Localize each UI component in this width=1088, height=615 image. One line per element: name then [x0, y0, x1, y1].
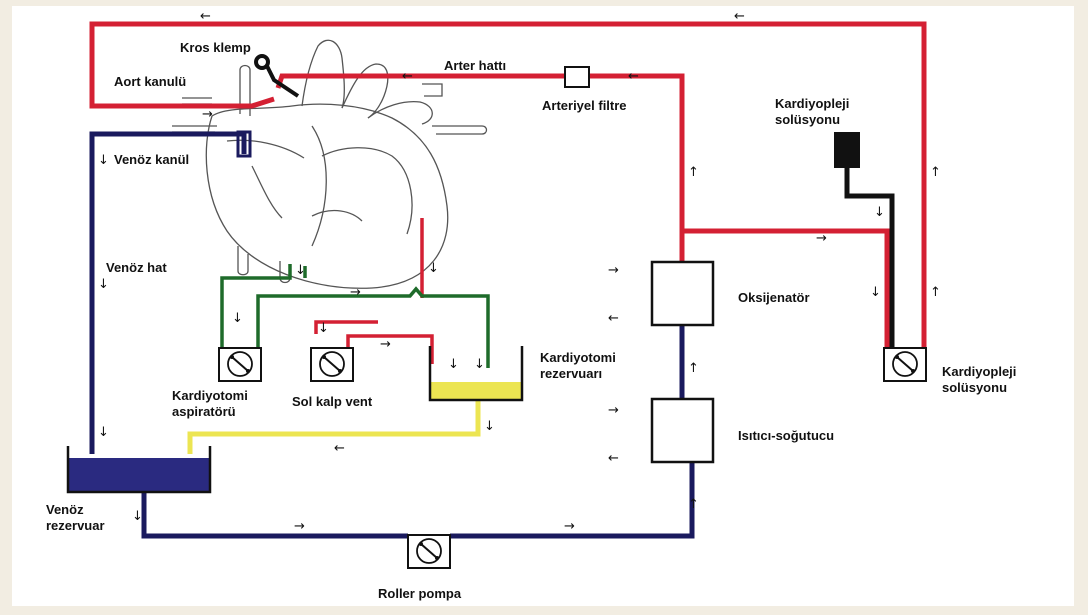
cardiotomy-return-line: [187, 398, 481, 454]
label-kardiyotomi-aspiratoru-2: aspiratörü: [172, 404, 236, 419]
svg-text:←: ←: [200, 9, 211, 24]
pump-icon: [407, 534, 451, 569]
label-kardiyopleji-solusyonu-pump: Kardiyopleji: [942, 364, 1016, 379]
cardiopulmonary-bypass-diagram: ← ← ← ← → ↓ ↓ ↓ ↑ ↑ ↑ ↑ ↑ ↓ ↓ → → ← → ← …: [46, 9, 1016, 601]
svg-text:↓: ↓: [318, 321, 329, 336]
svg-text:→: →: [608, 403, 619, 418]
svg-text:→: →: [564, 519, 575, 534]
svg-text:↓: ↓: [98, 277, 109, 292]
label-arter-hatti: Arter hattı: [444, 58, 506, 73]
svg-text:↓: ↓: [132, 509, 143, 524]
venous-reservoir: [66, 446, 212, 494]
svg-text:↑: ↑: [688, 165, 699, 180]
pump-icon: [883, 347, 927, 382]
label-kardiyopleji-solusyonu-bag: Kardiyopleji: [775, 96, 849, 111]
heater-cooler: [650, 397, 715, 464]
svg-text:↑: ↑: [930, 285, 941, 300]
label-roller-pompa: Roller pompa: [378, 586, 462, 601]
label-venoz-rezervuar: Venöz: [46, 502, 84, 517]
svg-text:→: →: [202, 107, 213, 122]
svg-text:↓: ↓: [98, 425, 109, 440]
venous-cannula: [236, 130, 252, 158]
label-aort-kanulu: Aort kanulü: [114, 74, 186, 89]
svg-text:↓: ↓: [232, 311, 243, 326]
svg-text:←: ←: [608, 311, 619, 326]
svg-text:↓: ↓: [295, 263, 306, 278]
label-kros-klemp: Kros klemp: [180, 40, 251, 55]
venous-lines: [89, 131, 695, 539]
arterial-filter: [564, 66, 590, 88]
svg-text:→: →: [294, 519, 305, 534]
label-venoz-hat: Venöz hat: [106, 260, 167, 275]
svg-text:→: →: [816, 231, 827, 246]
svg-text:↓: ↓: [448, 357, 459, 372]
svg-text:↓: ↓: [474, 357, 485, 372]
diagram-frame: ← ← ← ← → ↓ ↓ ↓ ↑ ↑ ↑ ↑ ↑ ↓ ↓ → → ← → ← …: [12, 6, 1074, 606]
svg-text:↓: ↓: [428, 261, 439, 276]
svg-text:↓: ↓: [484, 419, 495, 434]
svg-text:→: →: [380, 337, 391, 352]
suction-lines: [220, 264, 490, 368]
cross-clamp-icon: [254, 54, 300, 98]
label-venoz-kanul: Venöz kanül: [114, 152, 189, 167]
label-arteriyel-filtre: Arteriyel filtre: [542, 98, 627, 113]
label-kardiyotomi-rezervuari: Kardiyotomi: [540, 350, 616, 365]
svg-text:←: ←: [608, 451, 619, 466]
label-oksijenator: Oksijenatör: [738, 290, 810, 305]
label-kardiyopleji-solusyonu-pump-2: solüsyonu: [942, 380, 1007, 395]
svg-text:←: ←: [628, 69, 639, 84]
svg-text:↑: ↑: [688, 361, 699, 376]
component-labels: Kros klemp Aort kanulü Arter hattı Arter…: [46, 40, 1016, 601]
label-kardiyopleji-solusyonu-bag-2: solüsyonu: [775, 112, 840, 127]
svg-text:↓: ↓: [98, 153, 109, 168]
svg-text:↓: ↓: [874, 205, 885, 220]
cardioplegia-bag: [834, 132, 860, 168]
svg-text:↑: ↑: [688, 497, 699, 512]
svg-text:→: →: [608, 263, 619, 278]
cardioplegia-line: [844, 166, 895, 351]
svg-text:←: ←: [334, 441, 345, 456]
label-venoz-rezervuar-2: rezervuar: [46, 518, 105, 533]
pump-icon: [310, 347, 354, 382]
arterial-lines: [89, 21, 927, 364]
svg-text:←: ←: [402, 69, 413, 84]
cardiotomy-reservoir: [428, 346, 524, 402]
flow-arrows: ← ← ← ← → ↓ ↓ ↓ ↑ ↑ ↑ ↑ ↑ ↓ ↓ → → ← → ← …: [98, 9, 941, 534]
svg-text:↑: ↑: [930, 165, 941, 180]
label-kardiyotomi-rezervuari-2: rezervuarı: [540, 366, 602, 381]
label-sol-kalp-vent: Sol kalp vent: [292, 394, 373, 409]
label-kardiyotomi-aspiratoru: Kardiyotomi: [172, 388, 248, 403]
svg-text:↓: ↓: [870, 285, 881, 300]
pump-icon: [218, 347, 262, 382]
svg-text:→: →: [350, 285, 361, 300]
label-isitici-sogutucu: Isıtıcı-soğutucu: [738, 428, 834, 443]
oxygenator: [650, 260, 715, 327]
svg-text:←: ←: [734, 9, 745, 24]
